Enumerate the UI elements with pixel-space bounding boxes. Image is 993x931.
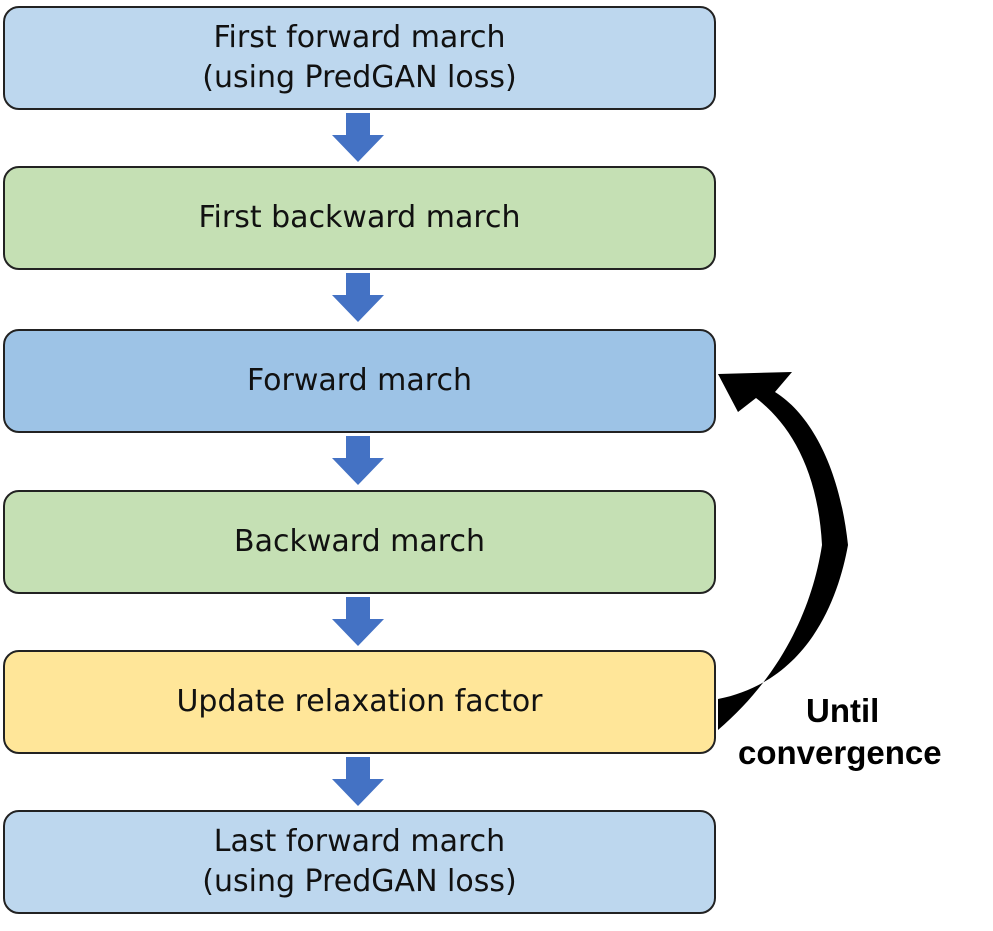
step-label: First forward march (using PredGAN loss) [202, 20, 517, 95]
step-label: Last forward march (using PredGAN loss) [202, 824, 517, 899]
loop-label-convergence: convergence [738, 734, 942, 771]
down-arrow-icon [330, 436, 386, 486]
step-label: Update relaxation factor [176, 684, 543, 719]
step-update-relaxation-factor: Update relaxation factor [3, 650, 716, 754]
down-arrow-icon [330, 597, 386, 647]
down-arrow-icon [330, 273, 386, 323]
down-arrow-icon [330, 757, 386, 807]
loop-label-until: Until [806, 692, 880, 729]
step-label: First backward march [198, 200, 521, 235]
step-first-backward-march: First backward march [3, 166, 716, 270]
step-backward-march: Backward march [3, 490, 716, 594]
step-label: Forward march [247, 363, 472, 398]
step-forward-march: Forward march [3, 329, 716, 433]
step-last-forward-march: Last forward march (using PredGAN loss) [3, 810, 716, 914]
step-first-forward-march: First forward march (using PredGAN loss) [3, 6, 716, 110]
step-label: Backward march [234, 524, 485, 559]
down-arrow-icon [330, 113, 386, 163]
